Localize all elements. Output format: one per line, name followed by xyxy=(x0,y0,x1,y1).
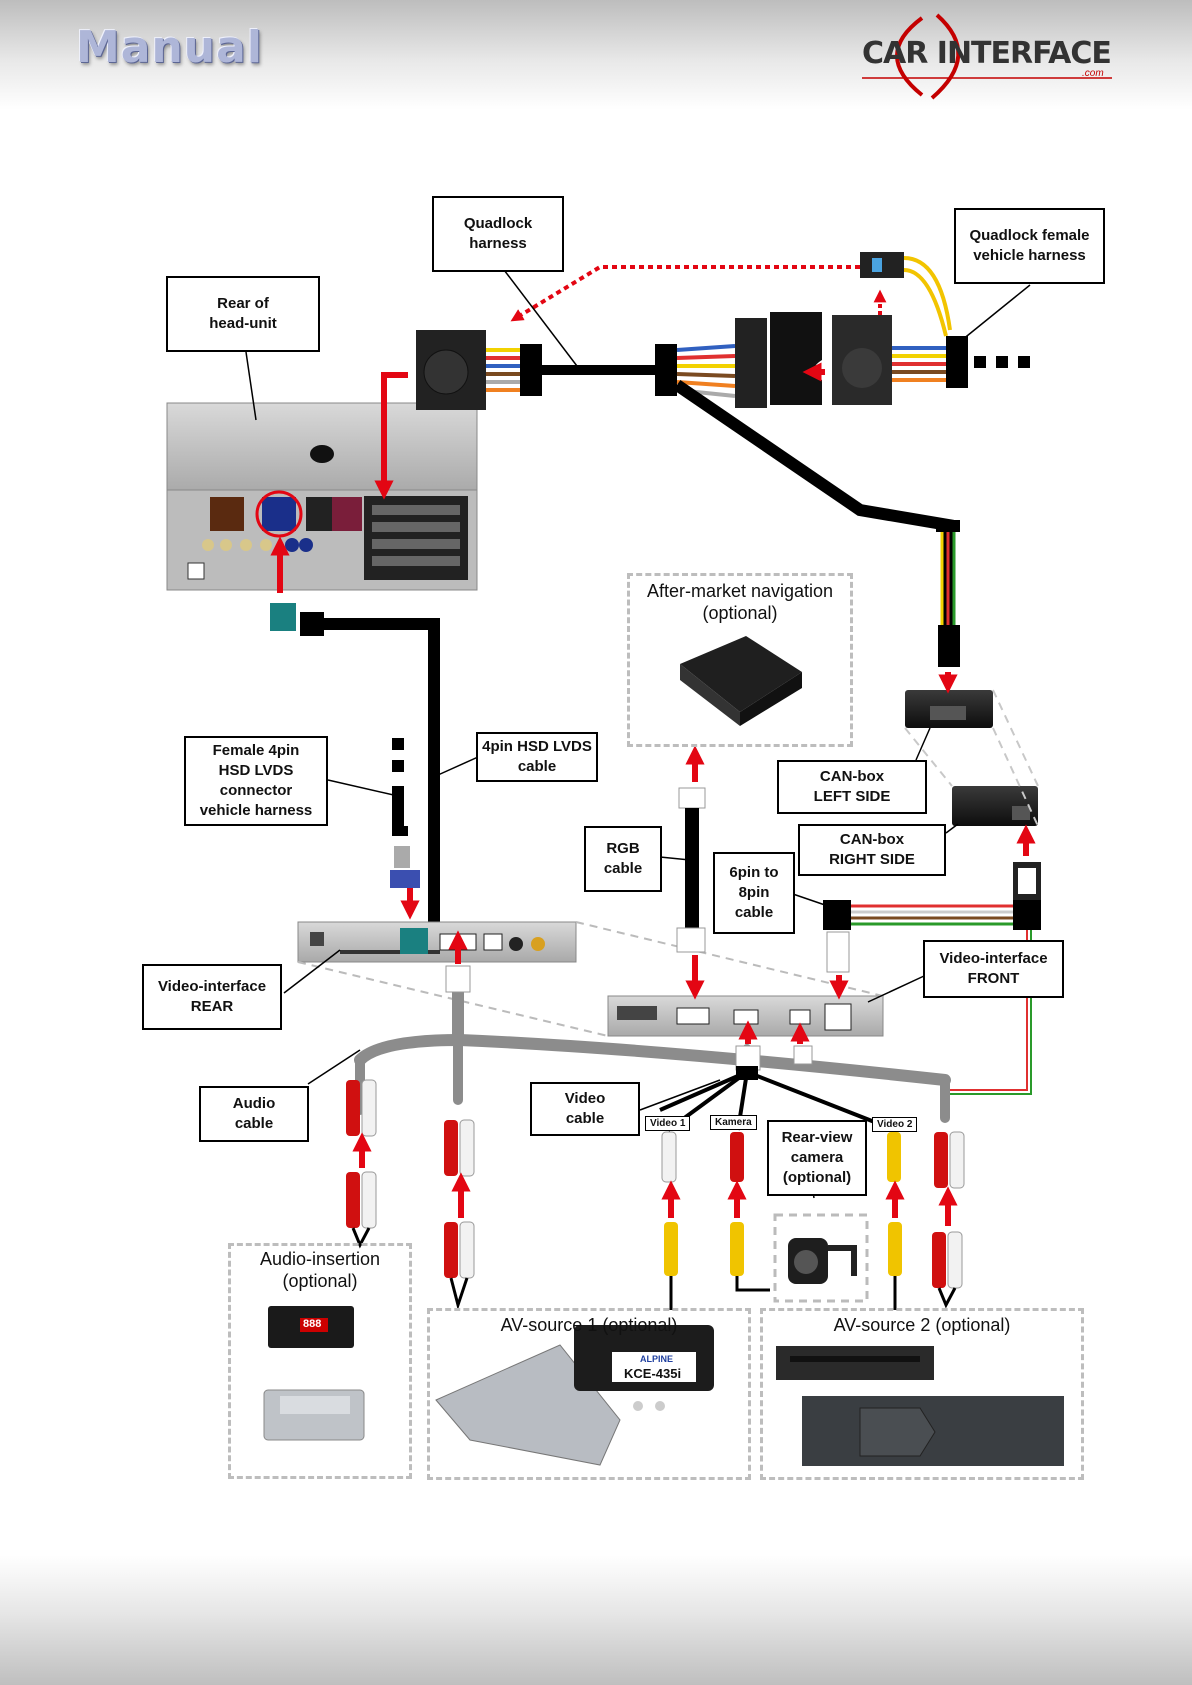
label-canbox-left: CAN-box LEFT SIDE xyxy=(777,760,927,814)
rgb-cable xyxy=(676,787,706,953)
label-video-interface-rear: Video-interface REAR xyxy=(142,964,282,1030)
label-quadlock-harness: Quadlock harness xyxy=(432,196,564,272)
alpine-model: KCE-435i xyxy=(624,1366,682,1381)
av-source-2-title: AV-source 2 (optional) xyxy=(833,1315,1011,1335)
tag-video-2: Video 2 xyxy=(872,1117,918,1132)
av-source-1-devices xyxy=(435,1325,714,1466)
label-rear-head-unit: Rear of head-unit xyxy=(166,276,320,352)
rear-camera xyxy=(773,1213,869,1303)
can-boxes xyxy=(904,689,1041,930)
footer-band xyxy=(0,1555,1192,1685)
brand-logo: CAR INTERFACE xyxy=(862,36,1112,71)
label-quadlock-female: Quadlock female vehicle harness xyxy=(954,208,1105,284)
label-video-interface-front: Video-interface FRONT xyxy=(923,940,1064,998)
av-cable-connector xyxy=(445,965,471,993)
brand-suffix: .com xyxy=(1082,68,1104,79)
label-rgb-cable: RGB cable xyxy=(584,826,662,892)
label-canbox-right: CAN-box RIGHT SIDE xyxy=(798,824,946,876)
av-source-1-title: AV-source 1 (optional) xyxy=(500,1315,678,1335)
head-unit xyxy=(166,402,478,591)
group-audio-insertion xyxy=(228,1243,412,1479)
av-source-2-devices xyxy=(776,1346,1064,1466)
hsd-lvds-cable xyxy=(270,603,440,930)
alpine-brand: ALPINE xyxy=(640,1354,674,1364)
audio-insertion-title: Audio-insertion (optional) xyxy=(259,1249,381,1291)
label-video-cable: Video cable xyxy=(530,1082,640,1136)
aftermarket-nav-title: After-market navigation (optional) xyxy=(646,581,834,623)
group-aftermarket-nav xyxy=(627,573,853,747)
group-av-source-1 xyxy=(427,1308,751,1480)
soundgate-display: 888 xyxy=(303,1318,322,1330)
source-cables xyxy=(351,1227,957,1311)
label-audio-cable: Audio cable xyxy=(199,1086,309,1142)
label-6pin-8pin: 6pin to 8pin cable xyxy=(713,852,795,934)
header-band xyxy=(0,0,1192,110)
audio-insertion-devices xyxy=(263,1306,365,1441)
manual-title: Manual xyxy=(76,22,263,73)
aftermarket-nav-unit xyxy=(680,636,802,726)
label-rear-camera: Rear-view camera (optional) xyxy=(767,1120,867,1196)
label-hsd-cable: 4pin HSD LVDS cable xyxy=(476,732,598,782)
quadlock-harness xyxy=(416,252,1030,667)
tag-kamera: Kamera xyxy=(710,1115,757,1130)
tag-video-1: Video 1 xyxy=(645,1116,691,1131)
group-av-source-2 xyxy=(760,1308,1084,1480)
brand-swoosh-icon xyxy=(862,13,1112,100)
label-female-4pin: Female 4pin HSD LVDS connector vehicle h… xyxy=(184,736,328,826)
video-interface-rear xyxy=(297,921,577,963)
rca-plugs xyxy=(346,1079,965,1289)
connection-arrows xyxy=(270,362,1036,1226)
